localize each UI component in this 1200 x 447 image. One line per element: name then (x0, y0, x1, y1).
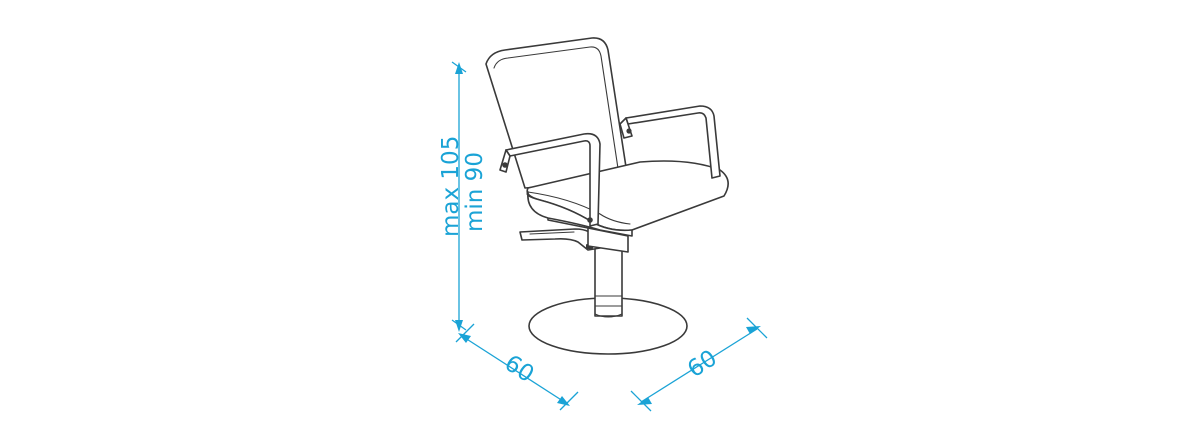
arrow-up-icon (455, 62, 463, 74)
arrow-down-icon (455, 320, 463, 332)
chair-armrest-right (619, 105, 721, 179)
arrow-left-icon (637, 397, 652, 405)
arrow-right-icon (557, 396, 570, 406)
salon-chair-illustration (485, 37, 729, 355)
chair-seat (526, 160, 729, 237)
width-label: 60 (683, 345, 722, 383)
height-max-label: max 105 (438, 136, 464, 237)
chair-armrest-left (499, 132, 601, 227)
chair-column (594, 245, 623, 318)
depth-dimension-line (461, 335, 567, 404)
width-dimension-line (640, 328, 758, 403)
arrow-right-icon (746, 326, 761, 334)
height-min-label: min 90 (462, 152, 488, 232)
arrow-left-icon (458, 333, 471, 343)
depth-label: 60 (500, 350, 539, 388)
height-dimension: max 105 min 90 (438, 61, 488, 332)
